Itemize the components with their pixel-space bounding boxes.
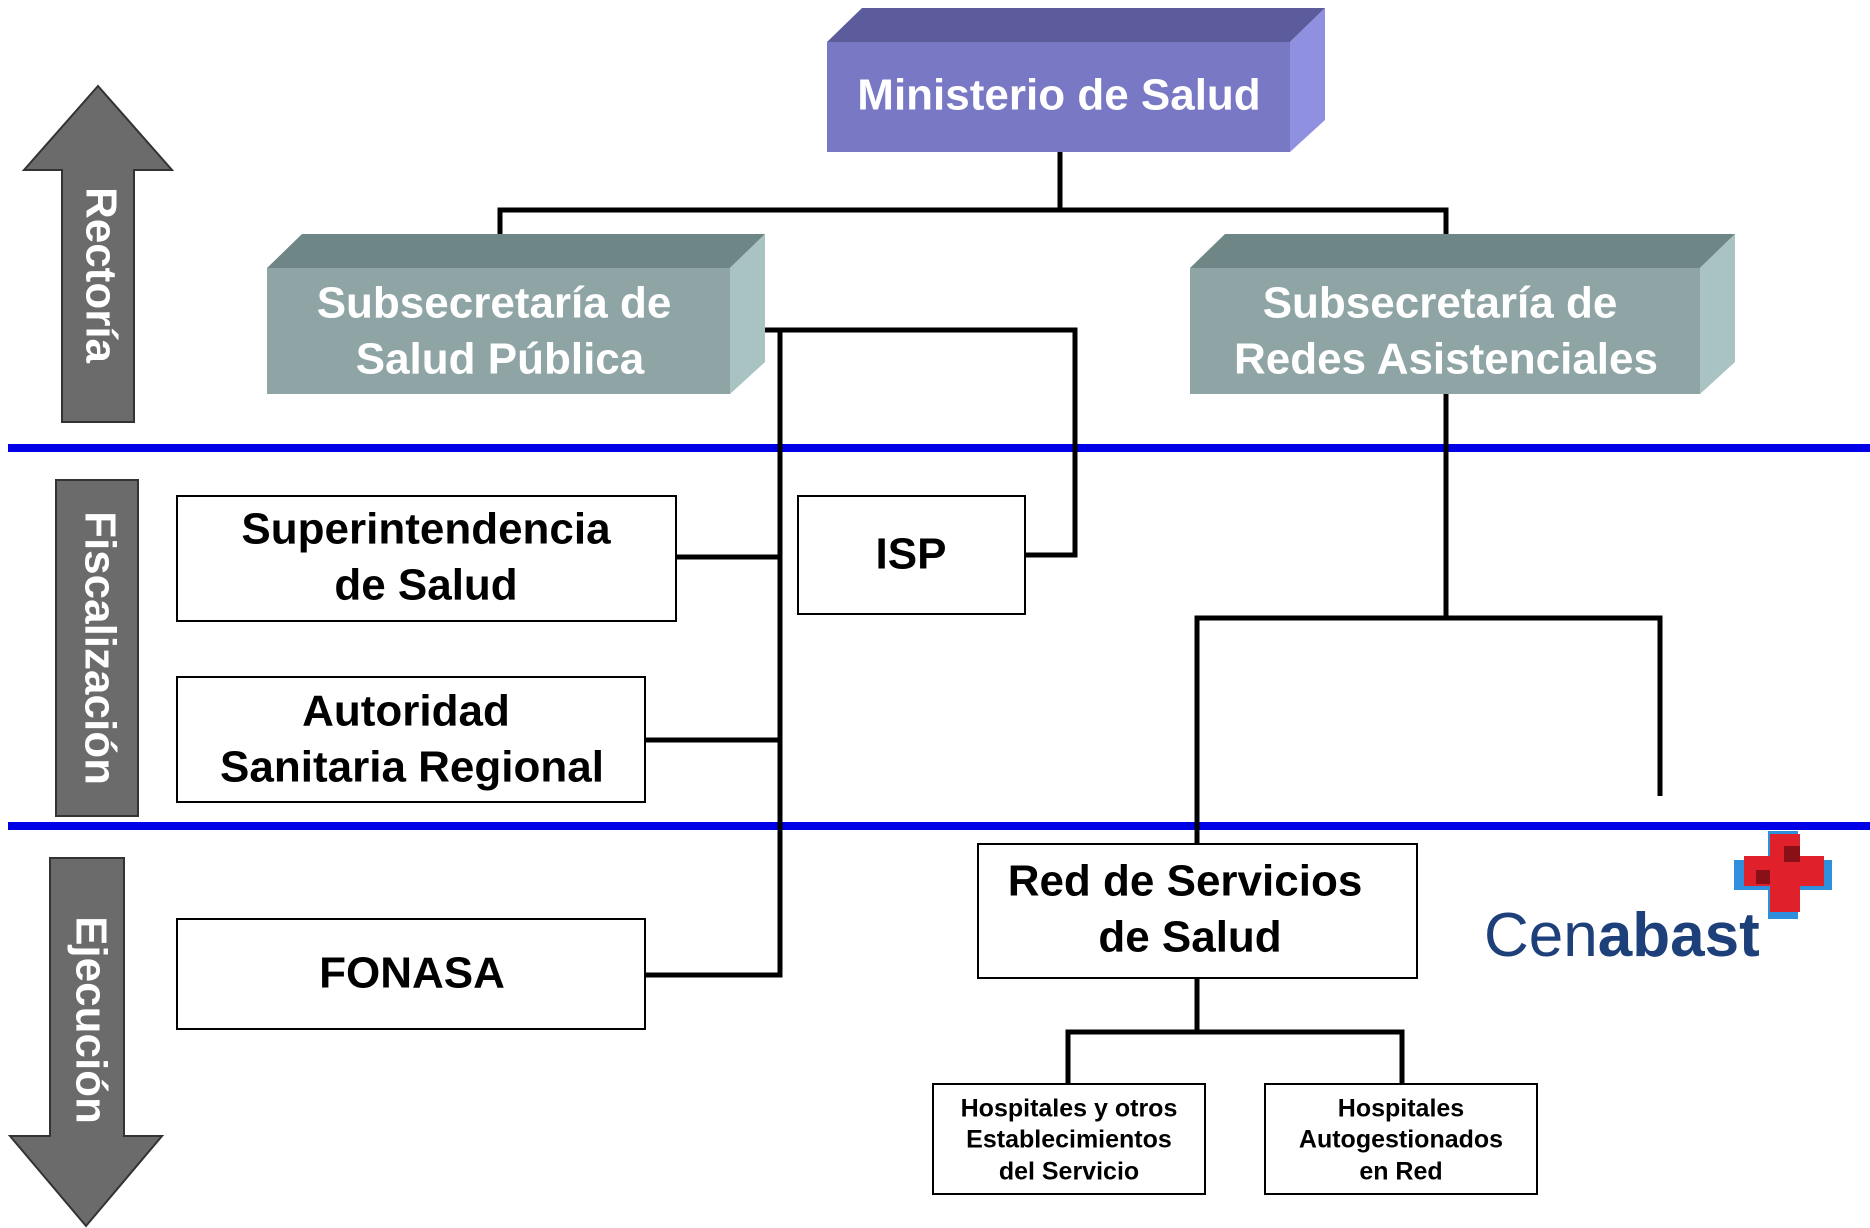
hospitales-otros-line2: Establecimientos [966,1126,1172,1154]
cenabast-text-part1: Cen [1484,901,1598,970]
cenabast-text: Cenabast [1484,901,1760,970]
hospitales-otros-line3: del Servicio [999,1158,1139,1186]
red-servicios-box: Red de Servicios de Salud [977,843,1418,979]
ministerio-label: Ministerio de Salud [857,71,1260,120]
hospitales-autogestionados-line2: Autogestionados [1299,1126,1503,1154]
ejecucion-label: Ejecución [66,916,115,1124]
rectoria-arrow: Rectoría [21,84,175,423]
superintendencia-box: Superintendencia de Salud [176,495,677,622]
autoridad-box: Autoridad Sanitaria Regional [176,676,646,803]
red-servicios-line1: Red de Servicios [1008,857,1363,906]
red-servicios-line2: de Salud [1098,913,1281,962]
isp-label: ISP [876,530,947,579]
fonasa-box: FONASA [176,918,646,1030]
cenabast-text-part2: abast [1598,901,1760,970]
ejecucion-arrow: Ejecución [7,857,165,1228]
subsec-redes-box: Subsecretaría de Redes Asistenciales [1190,234,1735,394]
hospitales-otros-line1: Hospitales y otros [961,1095,1178,1123]
subsec-salud-publica-line1: Subsecretaría de [317,279,672,328]
hospitales-autogestionados-line1: Hospitales [1338,1095,1464,1123]
fonasa-label: FONASA [319,949,505,998]
fiscalizacion-bar: Fiscalización [55,479,139,817]
rectoria-label: Rectoría [76,187,125,364]
ministerio-box: Ministerio de Salud [827,8,1325,152]
subsec-salud-publica-line2: Salud Pública [356,335,645,384]
hospitales-autogestionados-line3: en Red [1359,1158,1442,1186]
cenabast-logo: Cenabast [1484,831,1832,970]
connector-lines [497,152,1663,1084]
subsec-redes-line1: Subsecretaría de [1263,279,1618,328]
subsec-salud-publica-box: Subsecretaría de Salud Pública [267,234,765,394]
superintendencia-line2: de Salud [334,561,517,610]
subsec-redes-line2: Redes Asistenciales [1234,335,1658,384]
hospitales-otros-box: Hospitales y otros Establecimientos del … [932,1083,1206,1195]
superintendencia-line1: Superintendencia [241,505,611,554]
fiscalizacion-label: Fiscalización [75,511,124,785]
red-cross-logo-icon [1734,831,1832,919]
autoridad-line2: Sanitaria Regional [220,743,604,792]
hospitales-autogestionados-box: Hospitales Autogestionados en Red [1264,1083,1538,1195]
autoridad-line1: Autoridad [302,687,510,736]
isp-box: ISP [797,495,1026,615]
